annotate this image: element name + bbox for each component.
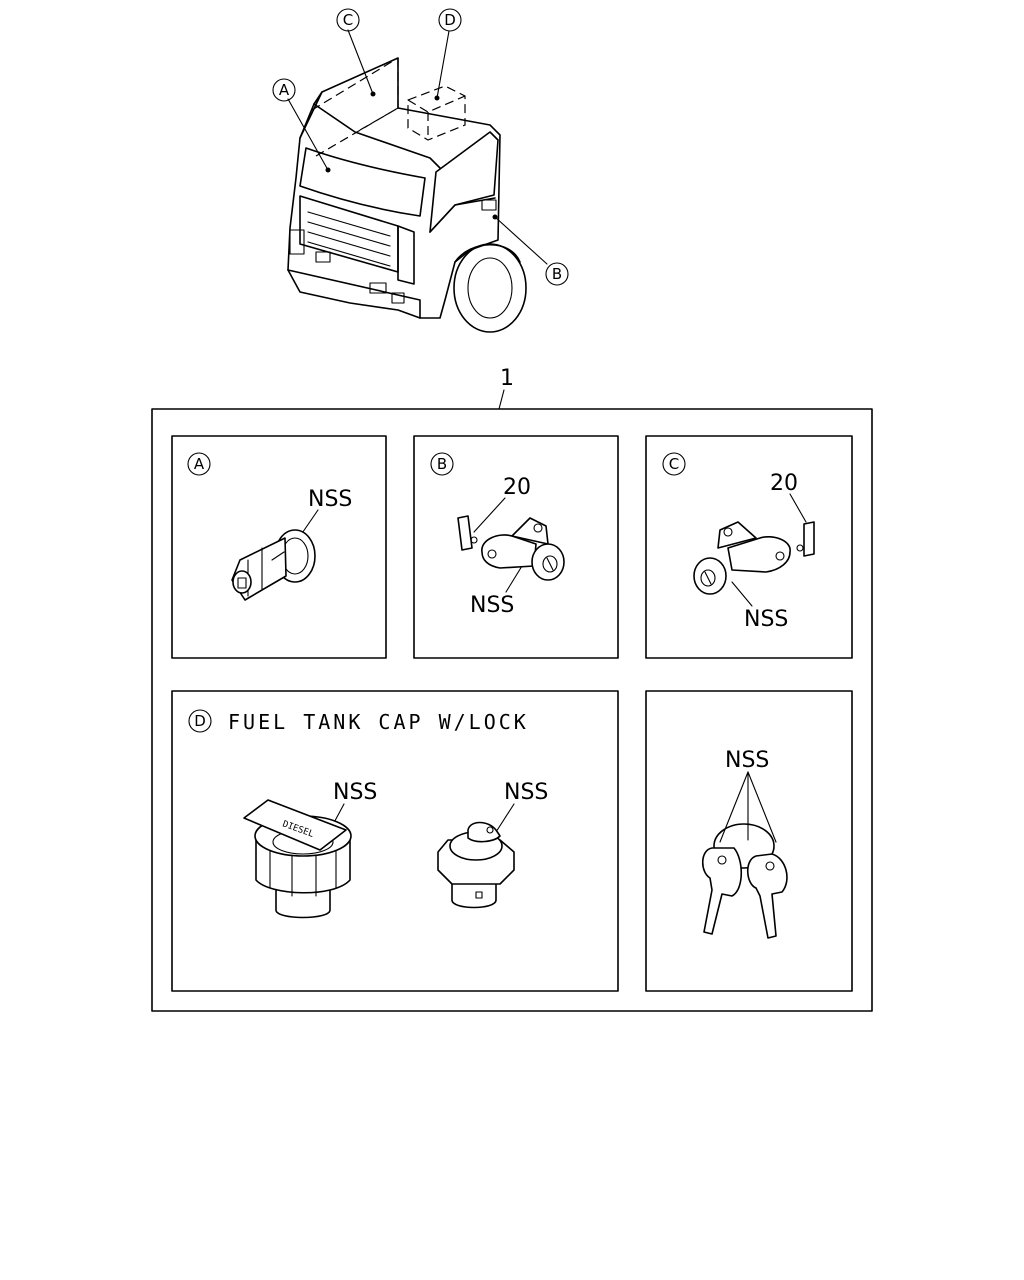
door-lock-cylinder-left [693, 521, 815, 595]
fuel-cap-diesel-drawing: DIESEL [243, 799, 352, 919]
key-set-drawing [701, 823, 788, 939]
panel-keys: NSS [645, 690, 853, 992]
panel-c-nss-label: NSS [744, 607, 788, 632]
svg-text:B: B [552, 265, 562, 283]
panel-keys-nss-label: NSS [725, 748, 769, 773]
panel-c-part-number: 20 [770, 471, 798, 496]
panel-d-title: FUEL TANK CAP W/LOCK [228, 710, 529, 734]
ignition-cylinder-drawing [231, 529, 316, 601]
panel-d-letter: D [194, 712, 206, 730]
assembly-item-number: 1 [500, 366, 514, 391]
panel-b: B 20 NSS [413, 435, 619, 659]
panel-b-part-number: 20 [503, 475, 531, 500]
callout-d: D [438, 8, 462, 32]
panel-c: C 20 NSS [645, 435, 853, 659]
panel-b-letter: B [437, 455, 447, 473]
panel-a-nss-label: NSS [308, 487, 352, 512]
door-lock-cylinder-right [457, 515, 565, 581]
assembly-frame: 1 [151, 366, 873, 1012]
panel-a-letter: A [194, 455, 205, 473]
truck-overview: C D A B [272, 8, 569, 333]
fuel-cap-locking-drawing [437, 821, 515, 909]
panel-c-letter: C [669, 455, 679, 473]
panel-a: A NSS [171, 435, 387, 659]
panel-d: D FUEL TANK CAP W/LOCK NSS DIESEL NSS [171, 690, 619, 992]
callout-c: C [336, 8, 360, 32]
panel-d-nss-label-2: NSS [504, 780, 548, 805]
svg-text:D: D [444, 11, 456, 29]
panel-d-nss-label-1: NSS [333, 780, 377, 805]
svg-text:A: A [279, 81, 290, 99]
panel-b-nss-label: NSS [470, 593, 514, 618]
callout-b: B [545, 262, 569, 286]
svg-text:C: C [343, 11, 353, 29]
callout-a: A [272, 78, 296, 102]
